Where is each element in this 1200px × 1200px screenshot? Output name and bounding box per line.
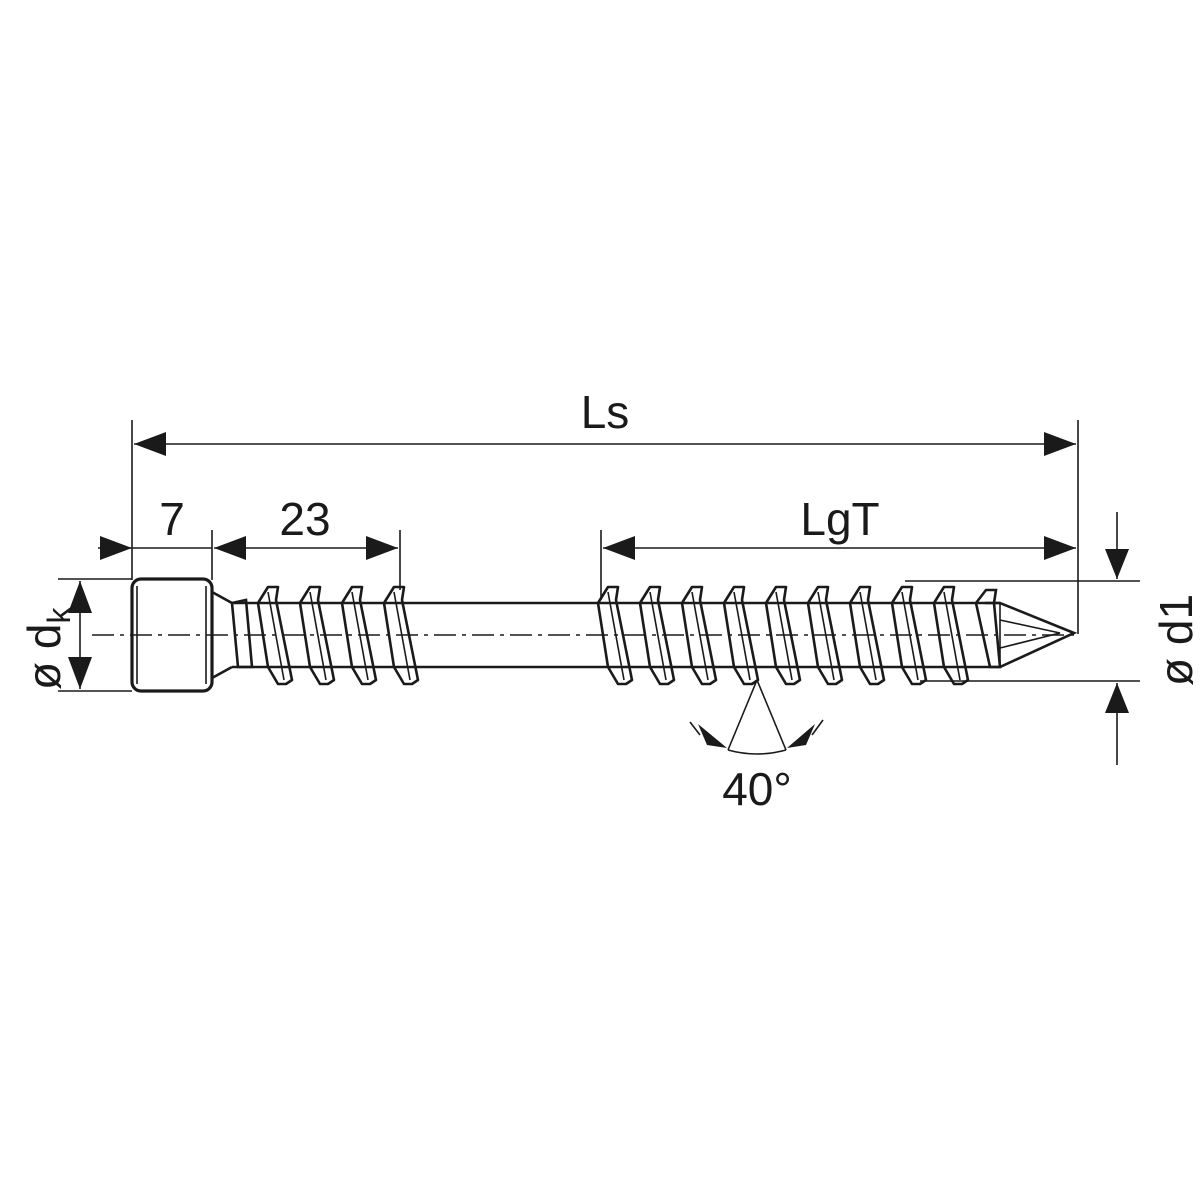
thread-flight	[256, 585, 294, 686]
dimension-head-diameter: ø dk	[18, 578, 132, 692]
dimension-thread-diameter: ø d1	[905, 512, 1200, 765]
thread-flight	[764, 585, 802, 686]
dimension-head-length: 7	[98, 493, 213, 580]
dimension-upper-thread: 23	[214, 493, 401, 590]
upper-thread	[230, 585, 420, 686]
thread-flight-edge	[267, 591, 285, 681]
thread-diameter-label: ø d1	[1150, 594, 1200, 686]
thread-angle-label: 40°	[722, 763, 792, 815]
thread-flight-edge	[607, 591, 625, 681]
thread-flight-edge	[691, 591, 709, 681]
screw-head	[130, 577, 233, 693]
thread-flight-edge	[733, 591, 751, 681]
head-length-label: 7	[159, 493, 185, 545]
thread-flight-edge	[351, 591, 369, 681]
thread-flight	[596, 585, 634, 686]
thread-flight-edge	[901, 591, 919, 681]
thread-flight	[382, 585, 420, 686]
thread-flight	[722, 585, 760, 686]
thread-flight	[680, 585, 718, 686]
thread-flight-edge	[943, 591, 961, 681]
thread-flight	[806, 585, 844, 686]
thread-flight-edge	[859, 591, 877, 681]
thread-flight	[340, 585, 378, 686]
thread-flight-edge	[393, 591, 411, 681]
thread-flight	[298, 585, 336, 686]
head-diameter-label: ø dk	[18, 607, 77, 690]
lower-thread	[596, 585, 1002, 686]
thread-flight-edge	[309, 591, 327, 681]
lgt-label: LgT	[800, 493, 879, 545]
thread-start	[230, 598, 254, 669]
dimension-ls: Ls	[131, 386, 1079, 634]
thread-end	[974, 588, 1002, 669]
screw-tip	[985, 601, 1078, 669]
upper-thread-label: 23	[279, 493, 330, 545]
thread-flight-edge	[817, 591, 835, 681]
thread-flight-edge	[775, 591, 793, 681]
dimension-thread-angle: 40°	[689, 679, 824, 815]
thread-flight	[848, 585, 886, 686]
thread-flight	[638, 585, 676, 686]
ls-label: Ls	[581, 386, 630, 438]
thread-flight	[932, 585, 970, 686]
dimension-lgt: LgT	[600, 493, 1076, 600]
thread-flight-edge	[649, 591, 667, 681]
thread-flight	[890, 585, 928, 686]
